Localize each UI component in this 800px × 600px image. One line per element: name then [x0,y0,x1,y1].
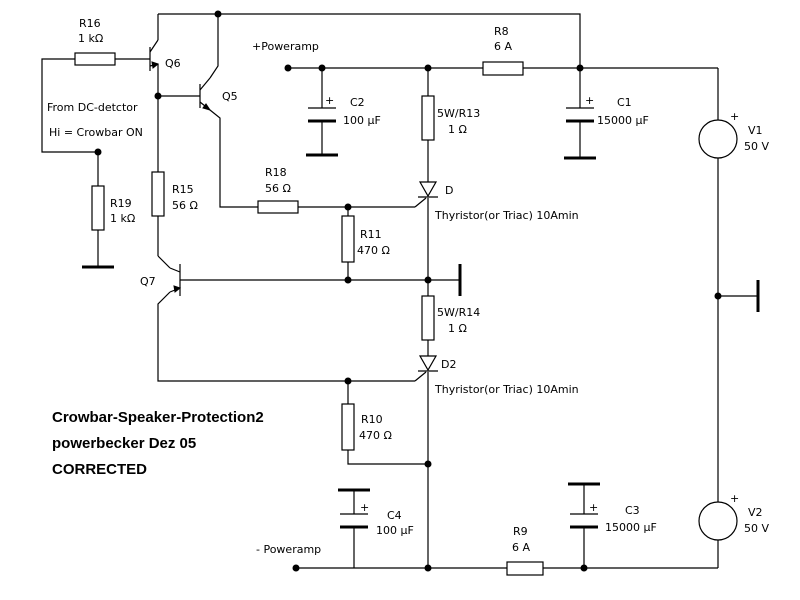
capacitor-c4 [340,513,368,529]
resistor-r10 [341,403,355,451]
junction-dot [318,64,326,72]
label-v2-plus: + [730,492,739,505]
label-r19-value: 1 kΩ [110,212,135,225]
label-c2-name: C2 [350,96,365,109]
junction-dot [94,148,102,156]
thyristor-d [414,181,438,208]
label-d2-name: D2 [441,358,456,371]
junction-dot [214,10,222,18]
label-d2-value: Thyristor(or Triac) 10Amin [434,383,579,396]
label-v2-name: V2 [748,506,763,519]
junctions [94,10,722,572]
resistor-r14 [421,295,435,341]
junction-dot [424,564,432,572]
resistor-r11 [341,215,355,263]
voltage-source-v1 [698,119,738,159]
junction-dot [424,64,432,72]
label-r13-value: 1 Ω [448,123,467,136]
label-c4-name: C4 [387,509,402,522]
label-c1-plus: + [585,94,594,107]
title-line-2: powerbecker Dez 05 [52,435,196,452]
label-input-line1: From DC-detctor [47,101,138,114]
label-d-name: D [445,184,453,197]
label-c4-value: 100 µF [376,524,414,537]
junction-dot [292,564,300,572]
label-r10-value: 470 Ω [359,429,392,442]
thyristor-d2 [414,355,438,382]
junction-dot [424,460,432,468]
label-neg-poweramp: - Poweramp [256,543,321,556]
label-q7: Q7 [140,275,156,288]
fuse-r9 [506,561,544,576]
resistor-r18 [257,200,299,214]
label-v1-name: V1 [748,124,763,137]
label-r8-value: 6 A [494,40,512,53]
capacitor-c3 [570,513,598,529]
voltage-source-v2 [698,501,738,541]
label-r15-name: R15 [172,183,194,196]
label-r18-name: R18 [265,166,287,179]
junction-dot [424,276,432,284]
label-c3-value: 15000 µF [605,521,657,534]
label-r16-name: R16 [79,17,101,30]
label-r18-value: 56 Ω [265,182,291,195]
label-r14-name: 5W/R14 [437,306,480,319]
transistor-q5 [199,77,212,111]
title-line-1: Crowbar-Speaker-Protection2 [52,409,264,426]
label-r11-name: R11 [360,228,382,241]
resistor-r15 [151,171,165,217]
label-r8-name: R8 [494,25,509,38]
wires [41,13,758,569]
fuse-r8 [482,61,524,76]
junction-dot [344,276,352,284]
label-c1-value: 15000 µF [597,114,649,127]
label-r10-name: R10 [361,413,383,426]
label-c2-plus: + [325,94,334,107]
transistor-q7 [169,264,182,296]
label-c1-name: C1 [617,96,632,109]
label-q6: Q6 [165,57,181,70]
junction-dot [344,203,352,211]
resistor-r16 [74,52,116,66]
title-line-3: CORRECTED [52,461,147,478]
label-q5: Q5 [222,90,238,103]
label-v1-value: 50 V [744,140,769,153]
label-r14-value: 1 Ω [448,322,467,335]
label-d-value: Thyristor(or Triac) 10Amin [434,209,579,222]
label-r16-value: 1 kΩ [78,32,103,45]
label-c2-value: 100 µF [343,114,381,127]
label-pos-poweramp: +Poweramp [252,40,319,53]
label-r19-name: R19 [110,197,132,210]
capacitor-c2 [308,107,336,123]
label-r9-name: R9 [513,525,528,538]
resistor-r13 [421,95,435,141]
junction-dot [580,564,588,572]
label-r9-value: 6 A [512,541,530,554]
transistor-q6 [149,39,160,71]
junction-dot [284,64,292,72]
label-r13-name: 5W/R13 [437,107,480,120]
label-r11-value: 470 Ω [357,244,390,257]
junction-dot [714,292,722,300]
label-c4-plus: + [360,501,369,514]
label-v1-plus: + [730,110,739,123]
junction-dot [576,64,584,72]
junction-dot [154,92,162,100]
label-r15-value: 56 Ω [172,199,198,212]
label-input-line2: Hi = Crowbar ON [49,126,143,139]
resistor-r19 [91,185,105,231]
junction-dot [344,377,352,385]
label-v2-value: 50 V [744,522,769,535]
label-c3-name: C3 [625,504,640,517]
label-c3-plus: + [589,501,598,514]
capacitor-c1 [566,107,594,123]
